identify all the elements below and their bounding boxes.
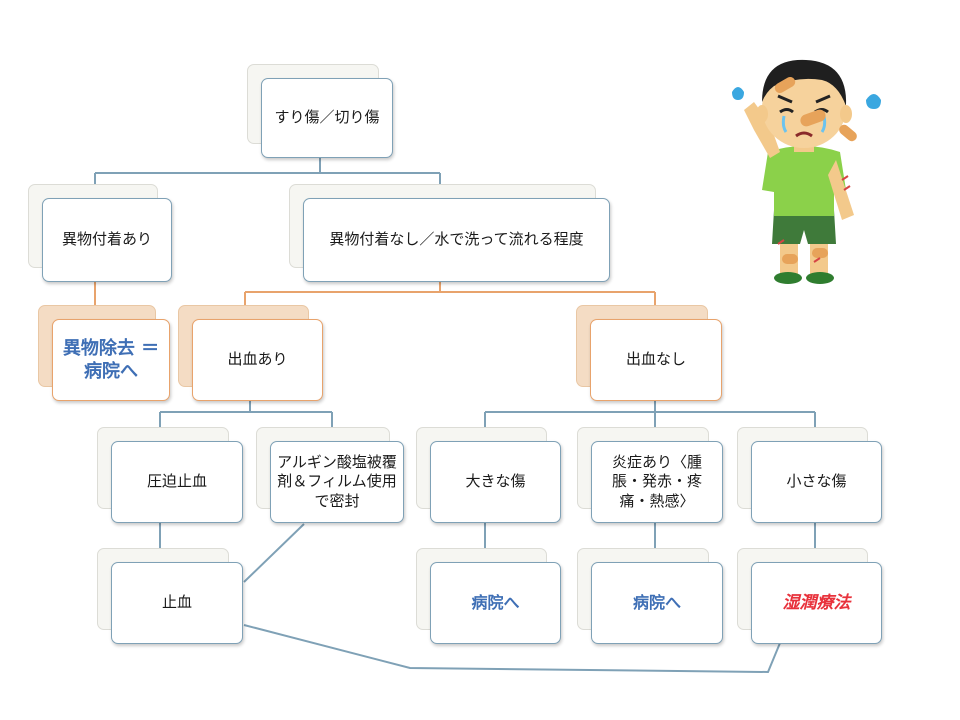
node-alginate: アルギン酸塩被覆剤＆フィルム使用で密封 xyxy=(256,427,404,523)
node-moist-therapy-label: 湿潤療法 xyxy=(751,562,882,644)
node-small-wound: 小さな傷 xyxy=(737,427,882,523)
node-root: すり傷／切り傷 xyxy=(247,64,393,158)
node-moist-therapy: 湿潤療法 xyxy=(737,548,882,644)
node-hemostasis-label: 止血 xyxy=(111,562,243,644)
node-bleeding-yes-label: 出血あり xyxy=(192,319,323,401)
node-pressure-label: 圧迫止血 xyxy=(111,441,243,523)
node-hospital-1: 病院へ xyxy=(416,548,561,644)
crying-boy-icon xyxy=(732,59,881,284)
node-big-wound-label: 大きな傷 xyxy=(430,441,561,523)
node-foreign-no: 異物付着なし／水で洗って流れる程度 xyxy=(289,184,610,282)
node-remove-foreign-label: 異物除去 ＝病院へ xyxy=(52,319,170,401)
node-hospital-2-label: 病院へ xyxy=(591,562,723,644)
node-hospital-1-label: 病院へ xyxy=(430,562,561,644)
node-pressure: 圧迫止血 xyxy=(97,427,243,523)
node-small-wound-label: 小さな傷 xyxy=(751,441,882,523)
node-inflammation: 炎症あり〈腫脹・発赤・疼痛・熱感〉 xyxy=(577,427,723,523)
node-inflammation-label: 炎症あり〈腫脹・発赤・疼痛・熱感〉 xyxy=(591,441,723,523)
node-bleeding-yes: 出血あり xyxy=(178,305,323,401)
node-alginate-label: アルギン酸塩被覆剤＆フィルム使用で密封 xyxy=(270,441,404,523)
node-bleeding-no-label: 出血なし xyxy=(590,319,722,401)
node-remove-foreign: 異物除去 ＝病院へ xyxy=(38,305,170,401)
node-hemostasis: 止血 xyxy=(97,548,243,644)
node-bleeding-no: 出血なし xyxy=(576,305,722,401)
node-foreign-yes-label: 異物付着あり xyxy=(42,198,172,282)
node-foreign-yes: 異物付着あり xyxy=(28,184,172,282)
node-hospital-2: 病院へ xyxy=(577,548,723,644)
node-root-label: すり傷／切り傷 xyxy=(261,78,393,158)
node-foreign-no-label: 異物付着なし／水で洗って流れる程度 xyxy=(303,198,610,282)
node-big-wound: 大きな傷 xyxy=(416,427,561,523)
